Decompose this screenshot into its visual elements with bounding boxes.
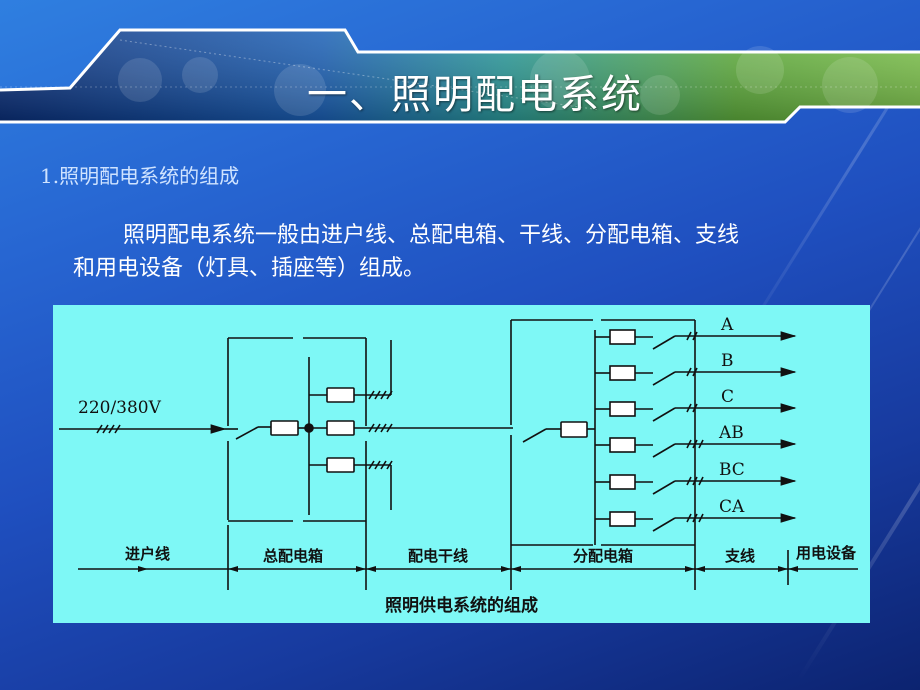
paragraph-line-1: 照明配电系统一般由进户线、总配电箱、干线、分配电箱、支线 (123, 223, 740, 248)
branch-label-a: A (721, 315, 734, 335)
segment-label-main-panel: 总配电箱 (263, 547, 324, 565)
body-paragraph: 照明配电系统一般由进户线、总配电箱、干线、分配电箱、支线 和用电设备（灯具、插座… (73, 219, 863, 285)
segment-label-sub-panel: 分配电箱 (573, 547, 634, 565)
title-banner-graphic (0, 28, 920, 124)
section-subheading: 1.照明配电系统的组成 (40, 164, 240, 188)
segment-label-feeder: 配电干线 (408, 547, 469, 565)
branch-label-c: C (721, 387, 735, 407)
branch-label-ab: AB (719, 423, 744, 443)
segment-label-load-equipment: 用电设备 (796, 544, 857, 562)
lighting-distribution-diagram: 220/380V A B C AB BC CA 进户线 总配电箱 配电干线 分配… (53, 305, 870, 623)
diagram-caption: 照明供电系统的组成 (385, 596, 538, 616)
voltage-label: 220/380V (78, 398, 161, 418)
branch-label-b: B (721, 351, 734, 371)
segment-label-branch-circuit: 支线 (725, 547, 756, 565)
title-banner: 一、照明配电系统 (0, 0, 920, 140)
circuit-diagram-drawing (59, 319, 858, 590)
paragraph-line-2: 和用电设备（灯具、插座等）组成。 (73, 256, 426, 281)
slide-title: 一、照明配电系统 (307, 72, 643, 118)
branch-label-ca: CA (719, 497, 745, 517)
branch-label-bc: BC (719, 460, 745, 480)
segment-label-service-entrance: 进户线 (125, 545, 171, 563)
